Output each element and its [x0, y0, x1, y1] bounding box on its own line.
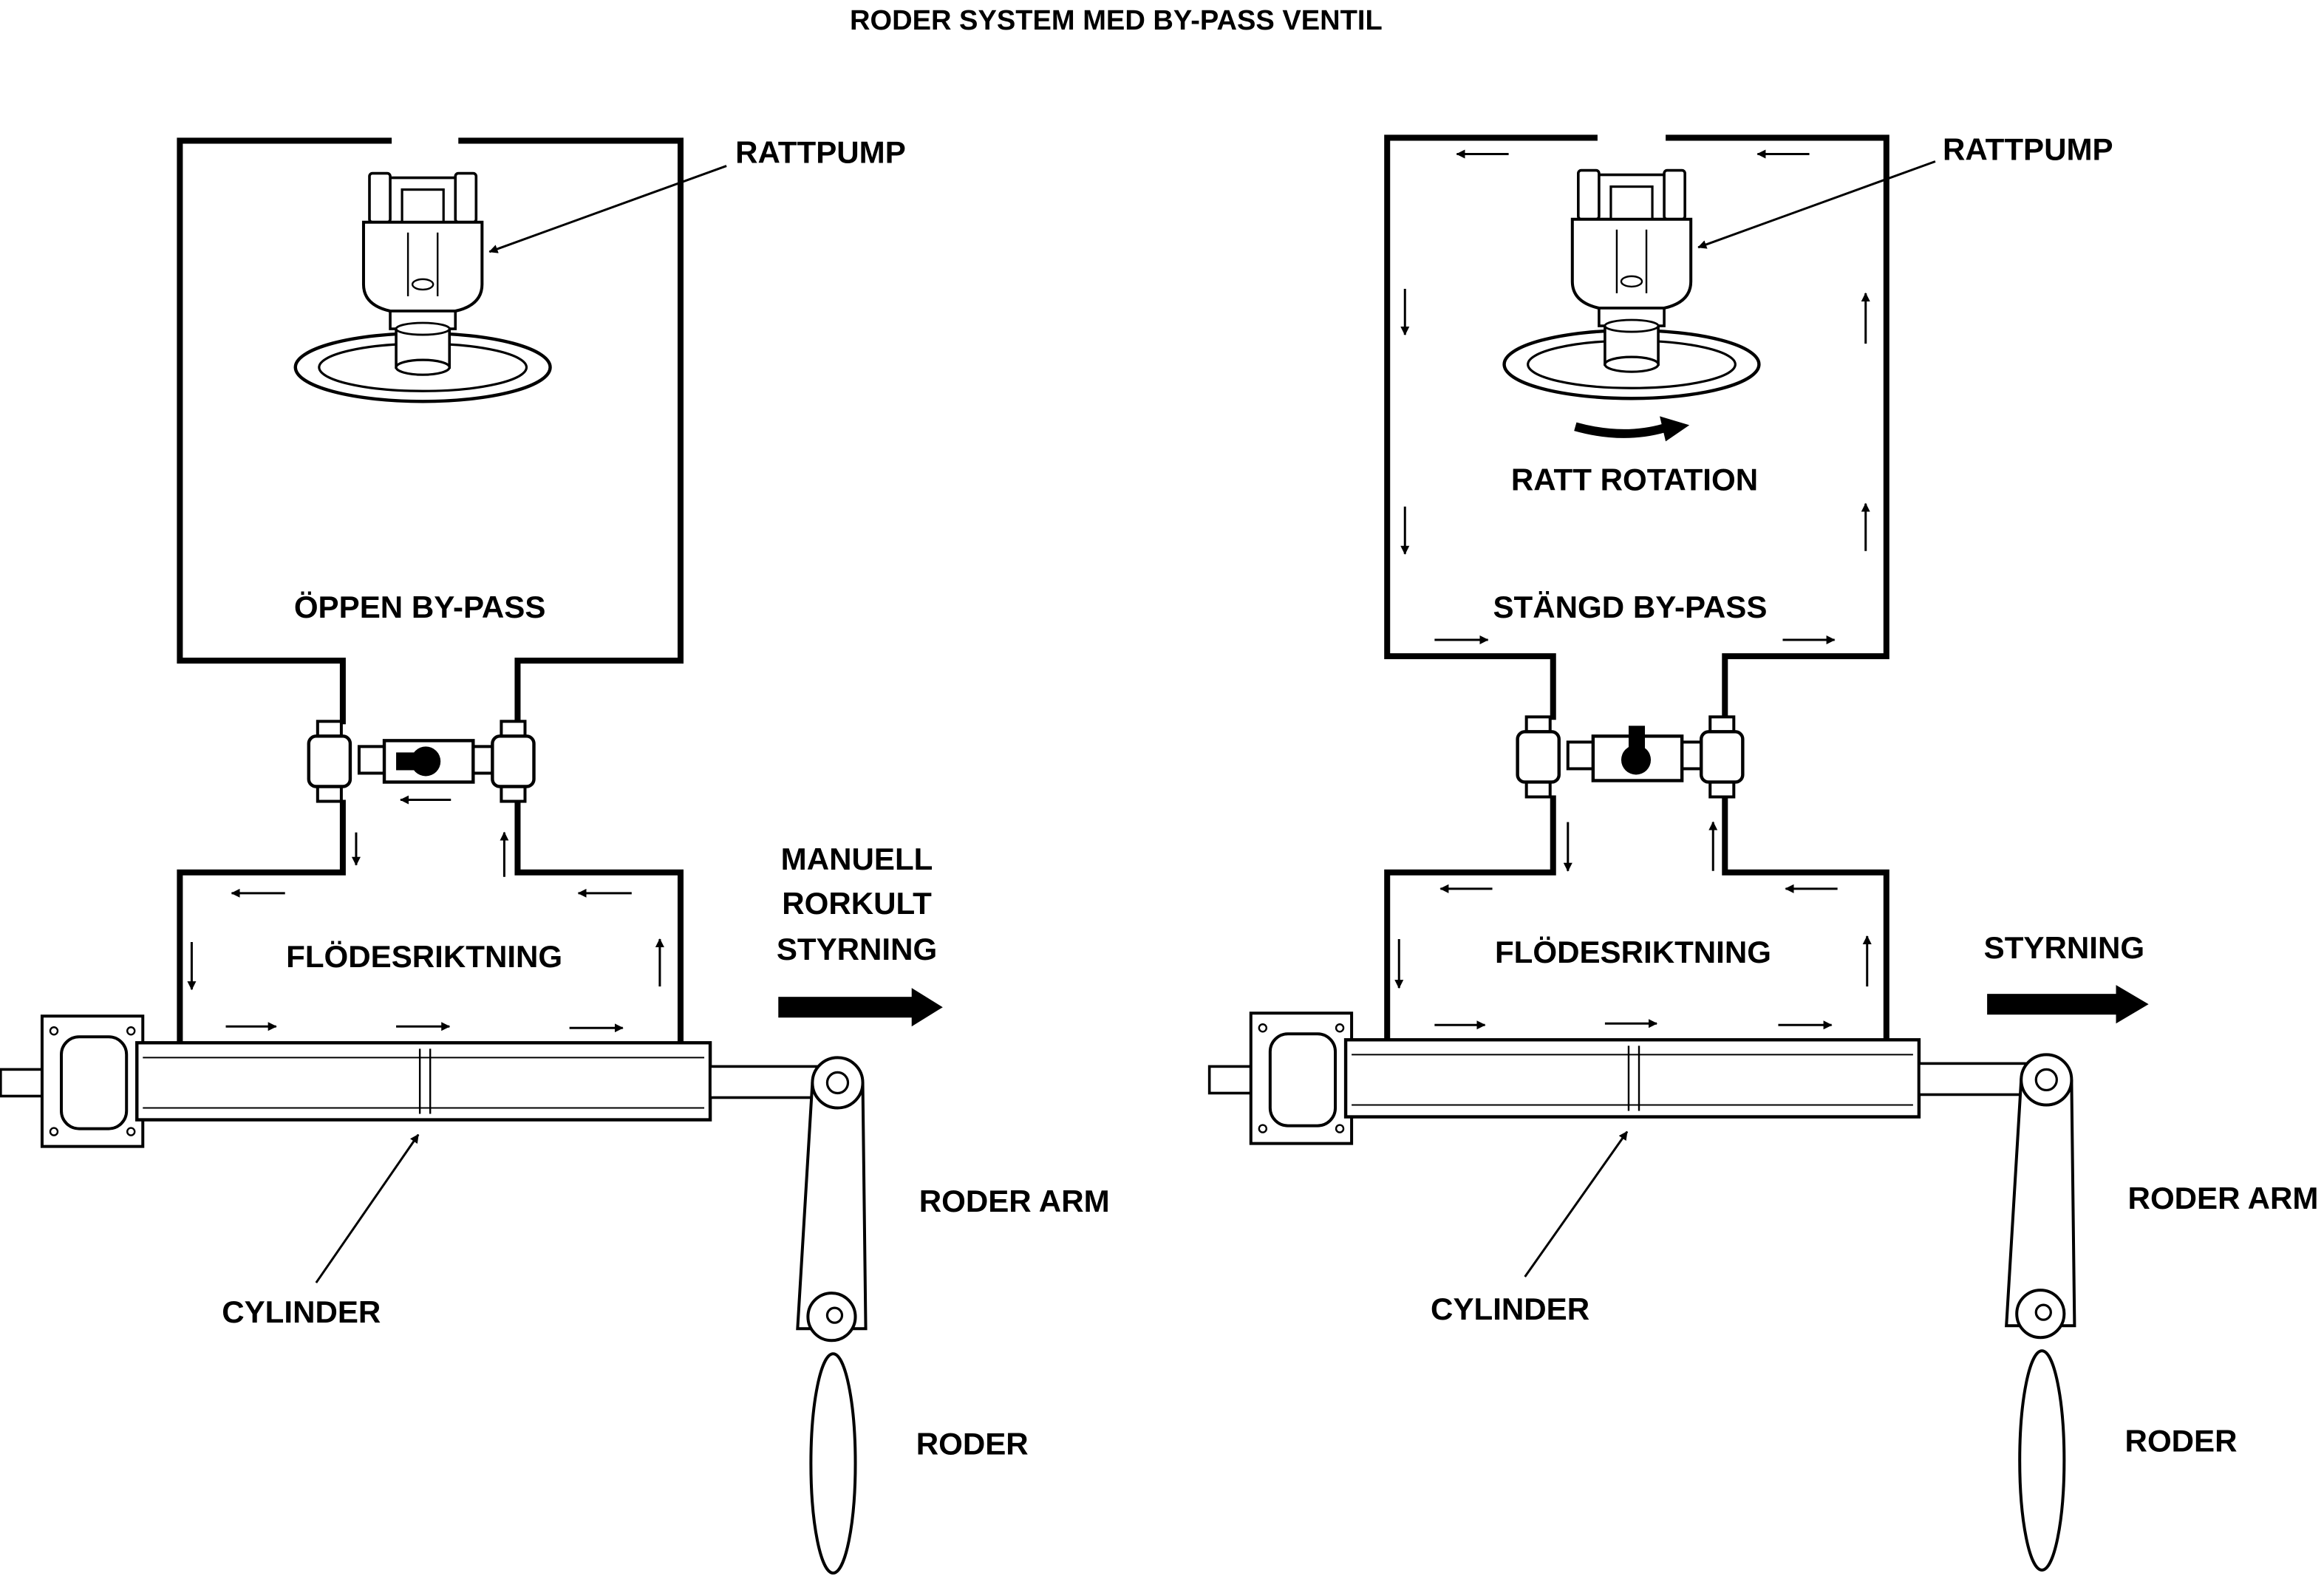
left-rudder-label: RODER — [916, 1427, 1029, 1461]
left-rudder-arm-label: RODER ARM — [919, 1184, 1110, 1218]
left-pump-leader — [488, 165, 727, 253]
right-upper-line — [1384, 134, 1889, 720]
left-pump-label: RATTPUMP — [735, 135, 906, 170]
right-steering-label: STYRNING — [1984, 930, 2144, 965]
right-panel: RATTPUMP RATT ROTATION STÄNGD BY-PASS FL… — [1210, 132, 2319, 1570]
right-flow-label: FLÖDESRIKTNING — [1495, 935, 1771, 969]
right-flow-arrows — [1394, 149, 1872, 1030]
left-cylinder-leader — [315, 1133, 420, 1283]
right-rudder-label: RODER — [2125, 1424, 2238, 1459]
right-cylinder-label: CYLINDER — [1431, 1292, 1589, 1326]
right-steering-pump — [1505, 171, 1759, 399]
right-bypass-label: STÄNGD BY-PASS — [1493, 590, 1768, 624]
left-cylinder-assembly — [1, 1016, 866, 1573]
left-steering-label-line2: RORKULT — [782, 886, 932, 921]
right-bypass-valve — [1518, 717, 1743, 796]
left-lower-line — [177, 799, 684, 1046]
left-bypass-valve — [309, 721, 534, 801]
right-rotation-arrow — [1574, 422, 1666, 438]
left-steering-label-line3: STYRNING — [777, 932, 937, 966]
right-rudder-arm-label: RODER ARM — [2128, 1181, 2319, 1215]
left-steering-arrow — [778, 988, 943, 1027]
left-bypass-label: ÖPPEN BY-PASS — [294, 590, 546, 624]
diagram-title: RODER SYSTEM MED BY-PASS VENTIL — [850, 5, 1383, 36]
right-lower-line — [1384, 795, 1889, 1042]
right-pump-label: RATTPUMP — [1943, 132, 2113, 167]
right-steering-arrow — [1987, 985, 2149, 1024]
right-rotation-label: RATT ROTATION — [1511, 463, 1758, 497]
right-cylinder-leader — [1524, 1130, 1629, 1277]
left-flow-arrows — [187, 795, 664, 1033]
left-cylinder-label: CYLINDER — [222, 1294, 381, 1329]
left-panel: RATTPUMP ÖPPEN BY-PASS FLÖDESRIKTNING MA… — [1, 135, 1110, 1573]
right-cylinder-assembly — [1210, 1013, 2075, 1570]
right-pump-leader — [1697, 160, 1936, 249]
left-upper-line — [177, 137, 684, 725]
left-steering-label-line1: MANUELL — [781, 842, 933, 876]
left-flow-label: FLÖDESRIKTNING — [286, 939, 562, 974]
left-steering-pump — [296, 174, 551, 402]
